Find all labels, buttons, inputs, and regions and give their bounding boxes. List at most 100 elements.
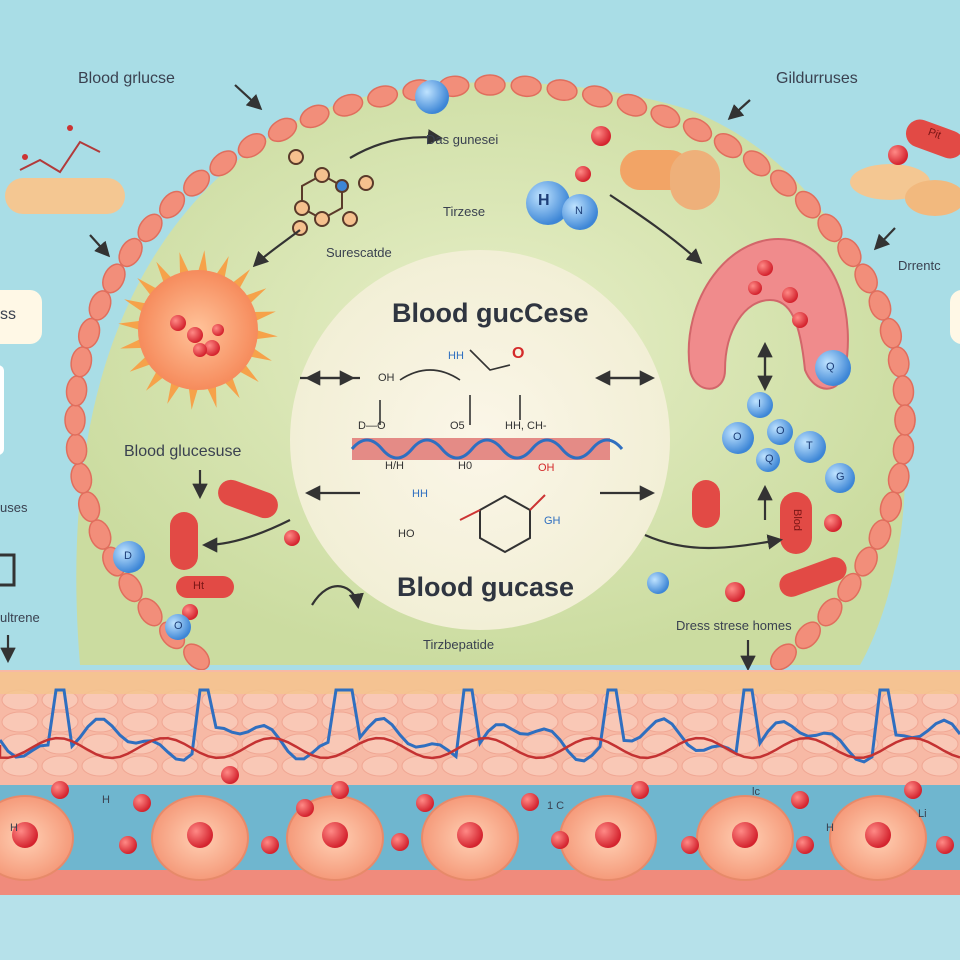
formula-lit: H/H bbox=[385, 460, 404, 472]
waveform-line-red bbox=[0, 736, 960, 760]
molecule-letter-t: T bbox=[806, 440, 813, 452]
membrane-bead bbox=[794, 621, 821, 650]
label-bottom-h4: H bbox=[826, 822, 834, 834]
membrane-bead bbox=[769, 643, 797, 671]
label-left-edge-1: ss bbox=[0, 306, 16, 323]
label-tirzepatide: Tirzbepatide bbox=[423, 637, 495, 652]
label-bottom-h2: H bbox=[10, 822, 18, 834]
membrane-bead bbox=[137, 597, 163, 627]
pink-organelle bbox=[687, 238, 849, 390]
label-bottom-h1: H bbox=[102, 794, 110, 806]
membrane-bead bbox=[713, 132, 743, 159]
molecule-letter-o3: O bbox=[174, 620, 183, 632]
label-tirzese: Tirzese bbox=[443, 204, 486, 219]
hexagon-molecule bbox=[288, 149, 374, 236]
formula-hh-1: HH bbox=[448, 350, 464, 362]
formula-oh-2: OH bbox=[538, 462, 555, 474]
outside-molecule-right bbox=[850, 119, 960, 216]
formula-do: D—O bbox=[358, 420, 386, 432]
label-right-edge: Drrentc bbox=[898, 258, 941, 273]
membrane-bead bbox=[474, 74, 506, 96]
label-bottom-h3: 1 C bbox=[547, 800, 565, 812]
membrane-bead bbox=[581, 85, 613, 108]
label-surescatide: Surescatde bbox=[326, 245, 392, 260]
membrane-bead bbox=[817, 597, 843, 627]
capsule-label-left: Ht bbox=[193, 580, 204, 592]
label-blood-glucose: Blood glucesuse bbox=[124, 443, 242, 460]
membrane-bead bbox=[868, 519, 892, 550]
membrane-bead bbox=[769, 169, 797, 197]
left-edge-panels bbox=[0, 290, 960, 587]
label-bottom-h5: Li bbox=[918, 808, 927, 820]
membrane-bead bbox=[183, 169, 211, 197]
blood-vessel bbox=[0, 766, 960, 960]
membrane-bead bbox=[137, 213, 163, 243]
membrane-bead bbox=[367, 85, 399, 108]
center-band bbox=[350, 438, 624, 460]
waveform-line bbox=[0, 688, 960, 764]
molecule-letter-o2: O bbox=[776, 425, 785, 437]
membrane-bead bbox=[616, 93, 648, 117]
formula-oh-1: OH bbox=[378, 372, 395, 384]
molecule-letter-g: G bbox=[836, 471, 845, 483]
formula-gh: GH bbox=[544, 515, 561, 527]
tissue-layer bbox=[0, 670, 960, 785]
membrane-bead bbox=[837, 572, 862, 603]
label-top-left: Blood grlucse bbox=[78, 70, 175, 87]
formula-hh-ch: HH, CH- bbox=[505, 420, 547, 432]
molecule-letter-o1: O bbox=[733, 431, 742, 443]
formula-rt: H0 bbox=[458, 460, 473, 472]
membrane-bead bbox=[650, 104, 681, 129]
sun-cell bbox=[118, 250, 278, 410]
membrane-bead bbox=[102, 263, 126, 294]
formula-hh-2: HH bbox=[412, 488, 428, 500]
label-das: Das gunesei bbox=[426, 132, 499, 147]
molecule-letter-d: D bbox=[124, 550, 132, 562]
membrane-bead bbox=[267, 117, 298, 143]
membrane-bead bbox=[817, 213, 843, 243]
capsule-label-right: Blod bbox=[791, 508, 804, 532]
hn-molecule bbox=[415, 80, 598, 230]
membrane-bead bbox=[894, 404, 916, 436]
label-top-right: Gildurruses bbox=[776, 70, 858, 87]
blue-balls-left bbox=[113, 541, 669, 640]
formula-o-red: O bbox=[512, 345, 525, 362]
molecule-letter-h: H bbox=[538, 192, 550, 209]
formula-ho: HO bbox=[398, 528, 415, 540]
molecule-letter-q2: Q bbox=[765, 453, 774, 465]
membrane-bead bbox=[794, 190, 821, 219]
title-bottom: Blood gucase bbox=[397, 572, 575, 602]
molecule-letter-q: Q bbox=[826, 361, 835, 373]
outside-molecule-left bbox=[5, 125, 125, 214]
label-bottom-lc: lc bbox=[752, 786, 760, 798]
membrane-bead bbox=[510, 75, 542, 98]
membrane-bead bbox=[682, 117, 713, 143]
membrane-bead bbox=[88, 290, 112, 321]
membrane-bead bbox=[299, 104, 330, 129]
membrane-bead bbox=[64, 404, 86, 436]
title-top: Blood gucCese bbox=[392, 298, 589, 328]
membrane-bead bbox=[546, 79, 578, 102]
membrane-bead bbox=[854, 546, 878, 577]
label-left-edge-3: ultrene bbox=[0, 610, 40, 625]
membrane-bead bbox=[742, 150, 771, 177]
formula-o5: O5 bbox=[450, 420, 465, 432]
membrane-bead bbox=[183, 643, 211, 671]
cell-membrane bbox=[64, 74, 916, 671]
label-stress: Dress strese homes bbox=[676, 618, 792, 633]
label-left-edge-2: uses bbox=[0, 500, 28, 515]
capsules bbox=[170, 150, 847, 598]
blue-cluster bbox=[722, 350, 855, 493]
molecule-letter-i: I bbox=[758, 398, 762, 410]
hexagon-ring bbox=[459, 494, 546, 554]
membrane-bead bbox=[118, 572, 143, 603]
membrane-bead bbox=[332, 93, 364, 117]
membrane-bead bbox=[237, 132, 267, 159]
membrane-bead bbox=[159, 190, 186, 219]
molecule-letter-n: N bbox=[575, 205, 583, 217]
chemical-formula-top bbox=[379, 349, 521, 425]
red-dots bbox=[182, 126, 842, 620]
arrows bbox=[0, 84, 896, 672]
